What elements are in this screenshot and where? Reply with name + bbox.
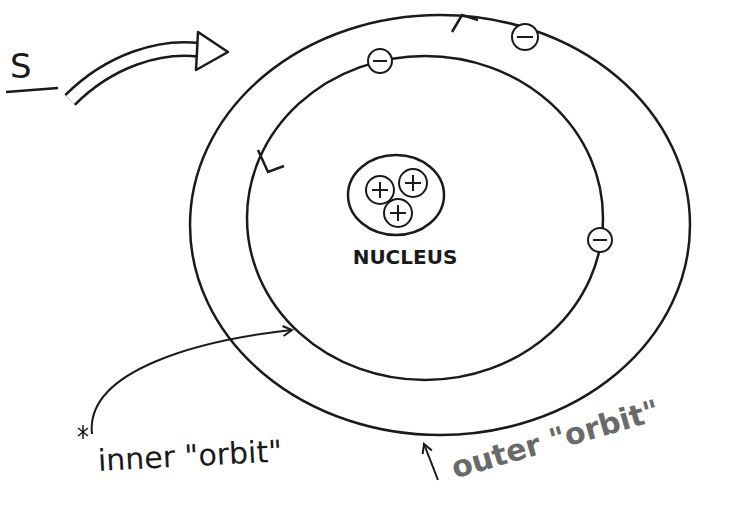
proton (384, 199, 412, 227)
electron (588, 228, 612, 252)
orbit-direction-mark (452, 15, 478, 32)
leader-line (92, 330, 292, 434)
proton (366, 176, 394, 204)
underline (6, 88, 58, 92)
hollow-arrow (70, 32, 228, 100)
orbit-direction-mark (258, 150, 284, 172)
electron (512, 24, 538, 50)
inner-orbit (247, 56, 603, 380)
outer-orbit (190, 15, 690, 435)
electron (368, 49, 392, 73)
nucleus-label: NUCLEUS (353, 246, 458, 268)
orbit-label: inner "orbit" (97, 434, 283, 477)
star-mark (78, 425, 88, 439)
orbit-label: outer "orbit" (447, 393, 662, 484)
nucleus-outline (348, 155, 444, 235)
cropped-label: S (10, 48, 32, 85)
leader-line (424, 444, 438, 480)
proton (399, 169, 427, 197)
